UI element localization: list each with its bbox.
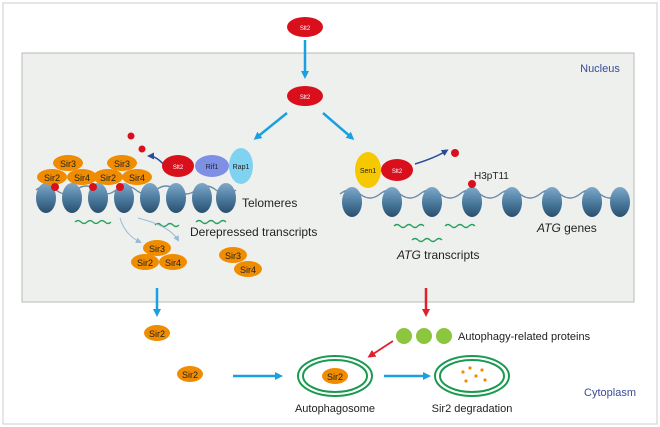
cytoplasm-label: Cytoplasm: [584, 387, 636, 399]
sir3-label: Sir3: [60, 159, 76, 169]
atg-genes-italic: ATG: [536, 221, 561, 235]
sir-pair: Sir3 Sir4: [219, 247, 262, 277]
kinase-top-label: Slt2: [300, 26, 311, 32]
release-arrow-1: [119, 217, 142, 244]
phospho-dot-h3: [468, 180, 476, 188]
atg-transcripts-italic: ATG: [396, 248, 421, 262]
sir2-autophagosome-label: Sir2: [327, 372, 343, 382]
nucleosomes-right: [342, 187, 630, 217]
arrow-to-telomeres: [253, 112, 288, 140]
phospho-dot-released: [451, 149, 459, 157]
autophagosome-inner: [302, 359, 368, 393]
telomeres-label: Telomeres: [242, 196, 297, 210]
arrow-to-atg: [322, 112, 355, 140]
sir4-label: Sir4: [165, 258, 181, 268]
phospho-dots-left: [51, 132, 146, 191]
h3pt11-label: H3pT11: [474, 171, 509, 182]
sir3-label: Sir3: [149, 244, 165, 254]
sir4-label: Sir4: [74, 173, 90, 183]
release-arrow-2: [137, 217, 179, 242]
kinase-atg-label: Slt2: [392, 169, 403, 175]
nucleus-label: Nucleus: [580, 63, 620, 75]
atg-genes-label: ATG genes: [536, 221, 597, 235]
atg-transcripts-label: ATG transcripts: [396, 248, 479, 262]
sir2-label: Sir2: [137, 258, 153, 268]
autophagy-proteins: [396, 328, 452, 344]
degradation-outer: [434, 355, 510, 397]
transcripts-right: [393, 223, 476, 243]
transcripts-left: [74, 219, 227, 228]
rap1: [229, 148, 253, 184]
autophagosome-label: Autophagosome: [295, 403, 375, 415]
sir2-label: Sir2: [44, 173, 60, 183]
sir-complex-left: Sir3 Sir3 Sir2 Sir4 Sir2 Sir4: [37, 155, 152, 185]
sen1-label: Sen1: [360, 168, 376, 175]
sen1: [355, 152, 381, 188]
kinase-atg: [381, 159, 413, 181]
kinase-telomere: [162, 155, 194, 177]
sir4-label: Sir4: [129, 173, 145, 183]
sir2-cytoplasm: [177, 366, 203, 382]
sir3-label: Sir3: [225, 251, 241, 261]
sir4-label: Sir4: [240, 265, 256, 275]
phospho-arrow-right: [414, 149, 449, 165]
degradation-fragments: [461, 366, 487, 383]
atg-transcripts-rest: transcripts: [421, 248, 480, 262]
sir2-cytoplasm-label: Sir2: [182, 370, 198, 380]
sir3-label: Sir3: [114, 159, 130, 169]
rif1-label: Rif1: [206, 164, 219, 171]
kinase-mid-label: Slt2: [300, 95, 311, 101]
arrow-autophagy-recruit: [367, 340, 394, 358]
kinase-top: [287, 17, 323, 37]
atg-genes-rest: genes: [561, 221, 597, 235]
rif1: [195, 155, 229, 177]
sir2-exported: [144, 325, 170, 341]
sir-complex-released: Sir3 Sir2 Sir4: [131, 240, 187, 270]
kinase-telomere-label: Slt2: [173, 165, 184, 171]
rap1-label: Rap1: [233, 164, 250, 171]
autophagy-proteins-label: Autophagy-related proteins: [458, 331, 591, 343]
kinase-mid: [287, 86, 323, 106]
sir2-label: Sir2: [100, 173, 116, 183]
derepressed-label: Derepressed transcripts: [190, 225, 317, 239]
sir2-exported-label: Sir2: [149, 329, 165, 339]
degradation-inner: [439, 359, 505, 393]
nucleosomes-left: [36, 183, 236, 213]
autophagosome-outer: [297, 355, 373, 397]
degradation-label: Sir2 degradation: [432, 403, 513, 415]
sir2-autophagosome: [322, 368, 348, 384]
